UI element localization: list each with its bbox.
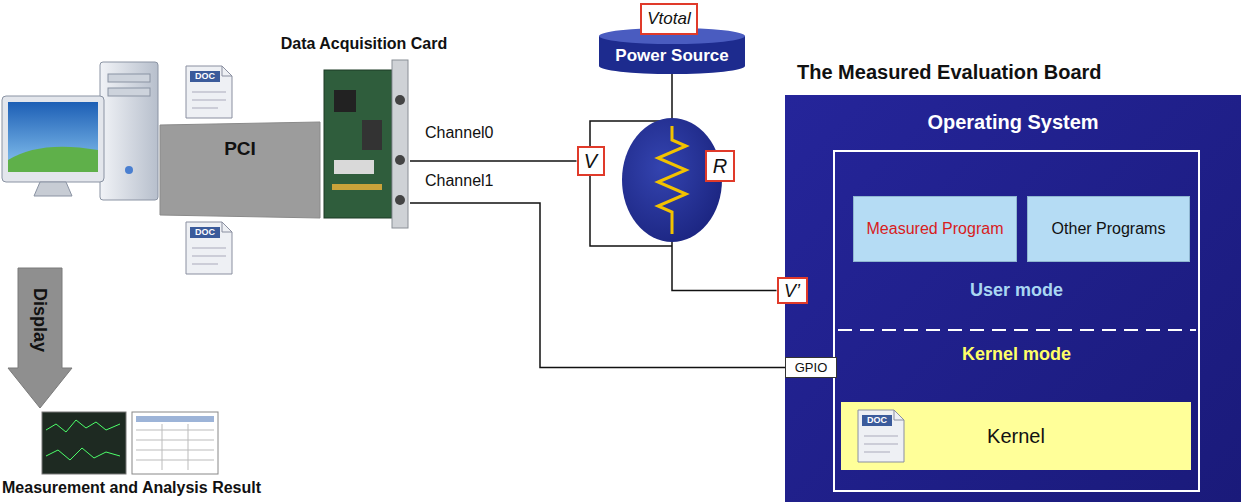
arrow-outline [8, 268, 72, 408]
node-text: PCI [224, 138, 256, 160]
kernel-box: Kernel [841, 402, 1191, 470]
pci-bus-band: PCI [160, 122, 320, 218]
document-icon [192, 248, 226, 249]
card-outline [334, 90, 356, 112]
document-icon [858, 410, 904, 462]
result-screenshots [188, 424, 189, 470]
computer-illustration [2, 62, 158, 200]
document-icon [192, 100, 226, 101]
document-icon [192, 108, 218, 109]
card-outline [362, 120, 382, 150]
node-text: GPIO [795, 360, 828, 375]
card-outline [324, 70, 392, 218]
result-screenshots [132, 412, 218, 474]
voltage-box: V [577, 146, 605, 176]
computer-illustration [2, 96, 104, 182]
signal-wire [410, 203, 785, 368]
card-outline [395, 155, 405, 165]
channel-label: Channel1 [425, 172, 494, 190]
node-text: Measured Program [867, 220, 1004, 238]
computer-illustration [100, 62, 158, 200]
document-icon [186, 66, 232, 118]
resistance-box: R [705, 150, 735, 182]
document-icon [192, 256, 226, 257]
node-text: Kernel [987, 425, 1045, 448]
card-outline [395, 95, 405, 105]
node-text: Display [30, 288, 51, 352]
node-text: Kernel mode [962, 344, 1071, 365]
result-screenshots [46, 448, 120, 460]
card-outline [334, 160, 374, 174]
node-text: R [713, 155, 727, 178]
result-screenshots [136, 430, 214, 431]
gpio-pin: GPIO [785, 357, 837, 378]
channel-label: Channel0 [425, 124, 494, 142]
node-text: Other Programs [1052, 220, 1166, 238]
program-box: Other Programs [1027, 196, 1190, 262]
voltage-total-box: Vtotal [640, 3, 698, 35]
voltage-prime-box: V’ [777, 277, 808, 304]
computer-illustration [125, 166, 133, 174]
result-screenshots [136, 416, 214, 422]
document-icon [862, 415, 892, 426]
document-icon [192, 264, 218, 265]
card-outline [395, 195, 405, 205]
document-icon [186, 66, 232, 118]
result-caption: Measurement and Analysis Result [2, 479, 261, 497]
computer-illustration [8, 147, 98, 172]
pci-outline [160, 122, 320, 218]
computer-illustration [8, 102, 98, 172]
node-text: User mode [970, 280, 1063, 301]
node-text: The Measured Evaluation Board [797, 61, 1102, 84]
result-screenshots [136, 440, 214, 441]
computer-illustration [108, 74, 150, 82]
data-acquisition-card: Data Acquisition Card [318, 60, 410, 228]
node-text: Vtotal [647, 9, 690, 29]
document-icon [864, 444, 898, 445]
node-text: V [584, 150, 597, 173]
card-outline [392, 60, 408, 228]
cyl-outline [599, 28, 745, 44]
node-text: Operating System [927, 111, 1098, 134]
signal-wire [410, 160, 577, 162]
document-icon [894, 410, 904, 420]
card-outline [318, 60, 410, 228]
computer-illustration [108, 88, 150, 96]
node-text: Power Source [615, 46, 728, 66]
document-icon [864, 436, 898, 437]
result-screenshots [42, 412, 126, 474]
result-screenshots [136, 460, 214, 461]
result-screenshots [136, 450, 214, 451]
card-outline [332, 184, 382, 190]
document-icon [222, 66, 232, 76]
document-icon [864, 452, 890, 453]
result-screenshots [46, 420, 120, 432]
evaluation-board: The Measured Evaluation BoardOperating S… [785, 95, 1241, 502]
result-screenshots [162, 424, 163, 470]
pci-outline [160, 122, 320, 218]
computer-illustration [34, 182, 72, 196]
display-arrow: Display [8, 268, 72, 408]
doc-icon-label: DOC [190, 71, 220, 82]
document-icon [192, 92, 226, 93]
document-icon [186, 222, 232, 274]
os-region: User modeKernel mode Measured Program Othe… [833, 150, 1200, 492]
result-screenshots [42, 412, 218, 474]
document-icon [186, 222, 232, 274]
doc-icon-label: DOC [190, 227, 220, 238]
document-icon [190, 227, 220, 238]
program-box: Measured Program [853, 196, 1017, 262]
document-icon [858, 410, 904, 462]
node-text: V’ [784, 280, 800, 301]
node-text: Data Acquisition Card [281, 35, 448, 53]
document-icon [190, 71, 220, 82]
resistor-symbol [658, 126, 686, 234]
document-icon [222, 222, 232, 232]
mode-divider [838, 329, 1196, 331]
